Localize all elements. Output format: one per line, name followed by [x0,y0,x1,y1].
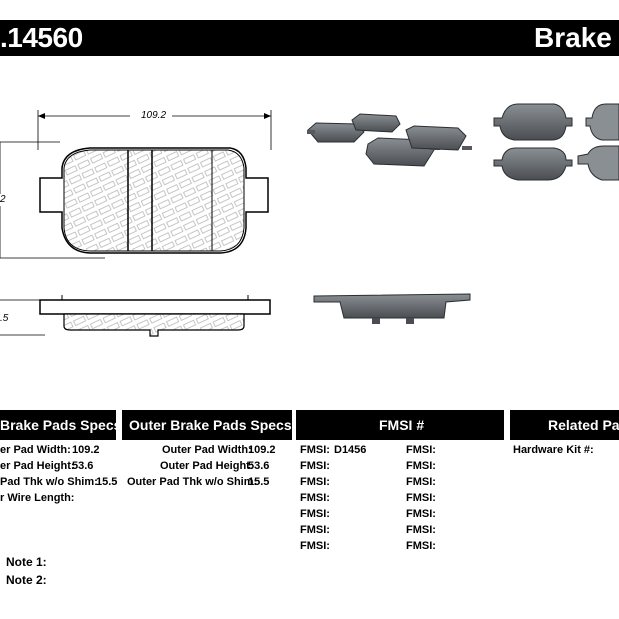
height-dimension [0,141,105,259]
outer-height-value: 53.6 [248,460,270,472]
fmsi-label: FMSI: [300,540,330,552]
fmsi-title: FMSI # [379,417,425,433]
fmsi-header-bar [296,410,504,440]
fmsi-label: FMSI: [406,524,436,536]
outer-width-value: 109.2 [248,444,276,456]
fmsi-label: FMSI: [406,492,436,504]
fmsi-label: FMSI: [300,460,330,472]
hardware-kit-label: Hardware Kit #: [513,444,594,456]
thickness-dimension-label: .5 [0,313,9,325]
outer-thickness-value: 15.5 [248,476,270,488]
inner-wire-length-label: r Wire Length: [0,492,75,504]
fmsi-label: FMSI: [300,444,330,456]
note-2: Note 2: [6,573,47,587]
width-dimension-label: 109.2 [139,110,169,122]
inner-specs-title: Brake Pads Specs [0,417,122,433]
inner-thickness-value: 15.5 [96,476,118,488]
outer-width-label: Outer Pad Width: [162,444,252,456]
inner-thickness-label: Pad Thk w/o Shim: [0,476,98,488]
inner-height-label: er Pad Height: [0,460,75,472]
outer-thickness-label: Outer Pad Thk w/o Shim: [127,476,258,488]
pad-set-3d-image [307,113,472,167]
fmsi-label: FMSI: [406,540,436,552]
related-parts-title: Related Par [548,417,619,433]
fmsi-label: FMSI: [406,444,436,456]
side-view-pad [39,295,271,337]
outer-specs-title: Outer Brake Pads Specs [129,417,292,433]
pad-drawing [0,103,619,337]
inner-specs-header-bar [0,410,116,440]
inner-height-value: 53.6 [72,460,94,472]
width-dimension [37,110,272,150]
outer-specs-header-bar [122,410,292,440]
fmsi-label: FMSI: [300,508,330,520]
inner-width-value: 109.2 [72,444,100,456]
outer-height-label: Outer Pad Height: [160,460,254,472]
fmsi-label: FMSI: [300,492,330,504]
fmsi-label: FMSI: [406,508,436,520]
pad-pair-image [493,103,619,181]
fmsi-label: FMSI: [406,476,436,488]
pad-profile-image [313,293,471,324]
height-dimension-label: 2 [0,194,6,206]
fmsi-label: FMSI: [406,460,436,472]
header-bar [0,20,619,56]
inner-width-label: er Pad Width: [0,444,71,456]
fmsi-label: FMSI: [300,476,330,488]
thickness-dimension [0,299,45,336]
header-title: Brake P [534,22,619,53]
fmsi-value: D1456 [334,444,367,456]
fmsi-label: FMSI: [300,524,330,536]
part-number: .14560 [0,22,83,53]
note-1: Note 1: [6,555,47,569]
front-view-pad [39,147,269,254]
related-parts-header-bar [510,410,619,440]
